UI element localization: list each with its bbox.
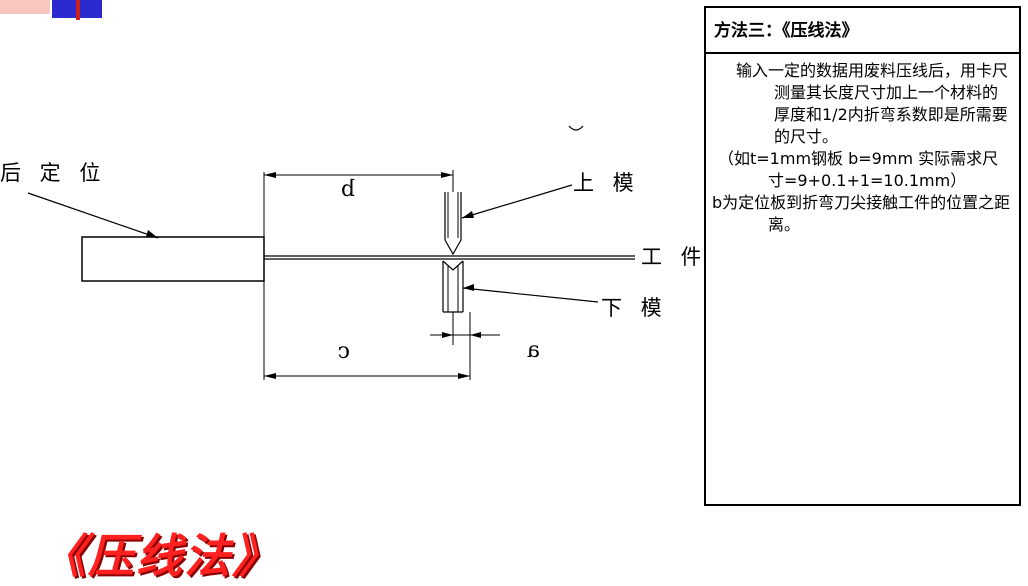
back-gauge-leader bbox=[27, 192, 159, 239]
workpiece-label: 工 件 bbox=[641, 245, 700, 269]
dim-c-arrow-left bbox=[264, 373, 276, 379]
slide-title: 《压线法》 bbox=[40, 529, 280, 583]
dimension-label-a: a bbox=[527, 338, 540, 363]
example-calculation: （如t=1mm钢板 b=9mm 实际需求尺寸=9+0.1+1=10.1mm） bbox=[718, 149, 999, 190]
dim-b-arrow-left bbox=[264, 172, 276, 178]
back-gauge-label: 后 定 位 bbox=[0, 161, 106, 185]
upper-die-leader bbox=[461, 184, 573, 219]
upper-die bbox=[444, 192, 462, 256]
b-definition: b为定位板到折弯刀尖接触工件的位置之距离。 bbox=[712, 193, 1011, 234]
dim-a-arrow-right bbox=[470, 332, 481, 338]
panel-body: 输入一定的数据用废料压线后，用卡尺测量其长度尺寸加上一个材料的厚度和1/2内折弯… bbox=[706, 54, 1019, 236]
press-brake-diagram: 后 定 位 上 模 工 件 下 模 b c a bbox=[0, 125, 700, 380]
upper-die-arrow bbox=[462, 211, 474, 218]
back-gauge-arrow bbox=[146, 230, 158, 238]
panel-title: 方法三：《压线法》 bbox=[706, 8, 1019, 54]
dimension-label-c: c bbox=[338, 339, 350, 364]
dimension-label-b: b bbox=[341, 177, 355, 202]
lower-die bbox=[442, 260, 464, 313]
method-description: 输入一定的数据用废料压线后，用卡尺测量其长度尺寸加上一个材料的厚度和1/2内折弯… bbox=[736, 61, 1009, 146]
deco-pink-block bbox=[0, 0, 50, 14]
upper-die-label: 上 模 bbox=[573, 171, 640, 195]
method-panel: 方法三：《压线法》 输入一定的数据用废料压线后，用卡尺测量其长度尺寸加上一个材料… bbox=[704, 6, 1021, 506]
dim-a-arrow-left bbox=[442, 332, 453, 338]
deco-red-bar bbox=[76, 0, 80, 20]
back-gauge-block bbox=[81, 236, 265, 282]
corner-decoration bbox=[0, 0, 102, 20]
lower-die-leader bbox=[462, 287, 599, 303]
dim-b-arrow-right bbox=[441, 172, 453, 178]
die-mark bbox=[568, 125, 584, 131]
dim-c-arrow-right bbox=[458, 373, 470, 379]
lower-die-arrow bbox=[463, 284, 474, 291]
lower-die-label: 下 模 bbox=[601, 296, 668, 320]
